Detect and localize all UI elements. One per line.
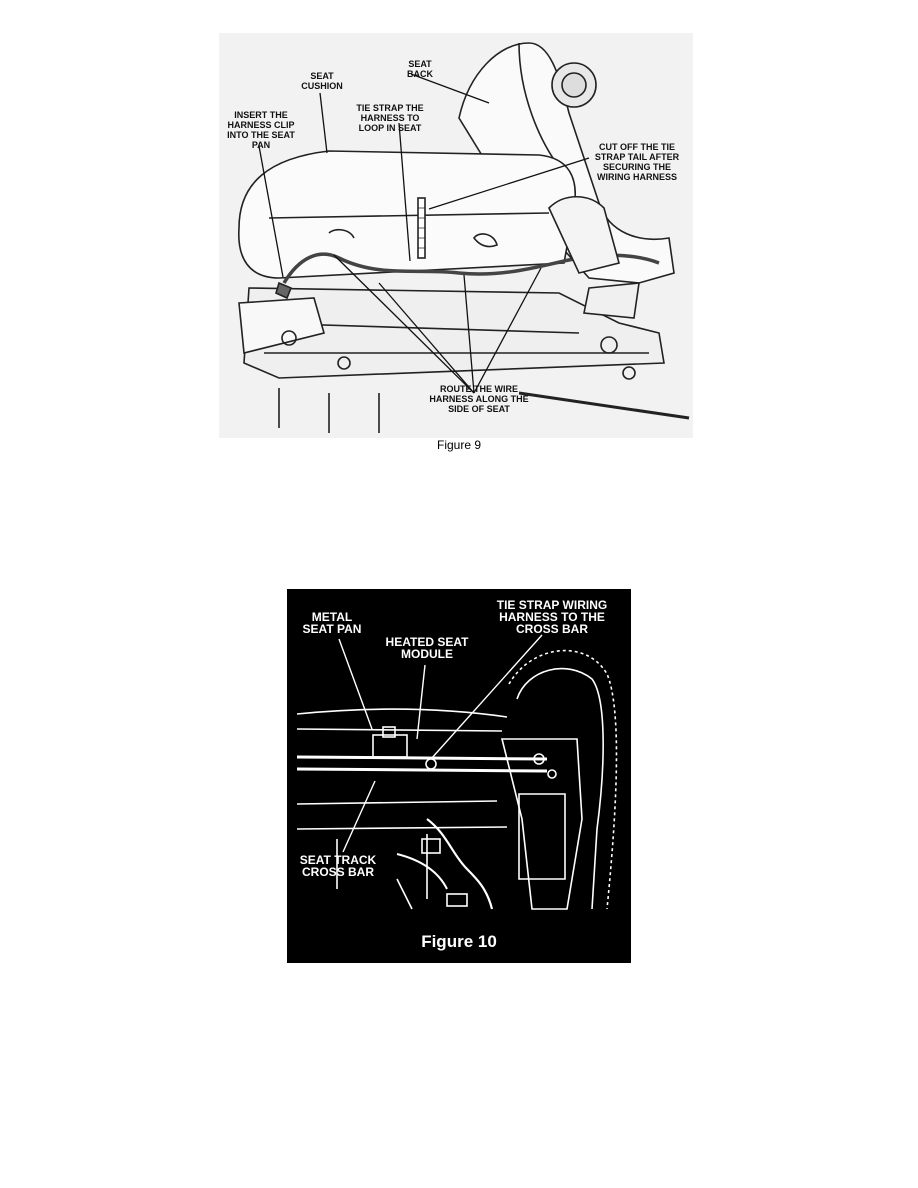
seat-track-cross-bar-label: SEAT TRACK CROSS BAR xyxy=(299,853,377,879)
figure-10-photo: METAL SEAT PAN HEATED SEAT MODULE TIE ST… xyxy=(287,589,631,963)
figure-10-caption: Figure 10 xyxy=(421,932,497,951)
figure-9-caption: Figure 9 xyxy=(436,438,482,452)
tie-strap-cross-bar-label: TIE STRAP WIRING HARNESS TO THE CROSS BA… xyxy=(496,598,608,636)
tie-strap-loop-label: TIE STRAP THE HARNESS TO LOOP IN SEAT xyxy=(356,103,424,133)
seat-drawing xyxy=(238,42,690,433)
heated-seat-module-label: HEATED SEAT MODULE xyxy=(385,635,469,661)
seat-cushion-label: SEAT CUSHION xyxy=(301,71,343,91)
cut-tie-strap-tail-label: CUT OFF THE TIE STRAP TAIL AFTER SECURIN… xyxy=(594,142,680,182)
seat-back-label: SEAT BACK xyxy=(407,59,433,79)
figure-9-illustration: SEAT BACK SEAT CUSHION INSERT THE HARNES… xyxy=(219,33,693,438)
route-wire-harness-label: ROUTE THE WIRE HARNESS ALONG THE SIDE OF… xyxy=(429,384,529,414)
metal-seat-pan-label: METAL SEAT PAN xyxy=(302,610,362,636)
insert-harness-clip-label: INSERT THE HARNESS CLIP INTO THE SEAT PA… xyxy=(227,110,295,150)
crossbar-drawing xyxy=(296,634,618,910)
